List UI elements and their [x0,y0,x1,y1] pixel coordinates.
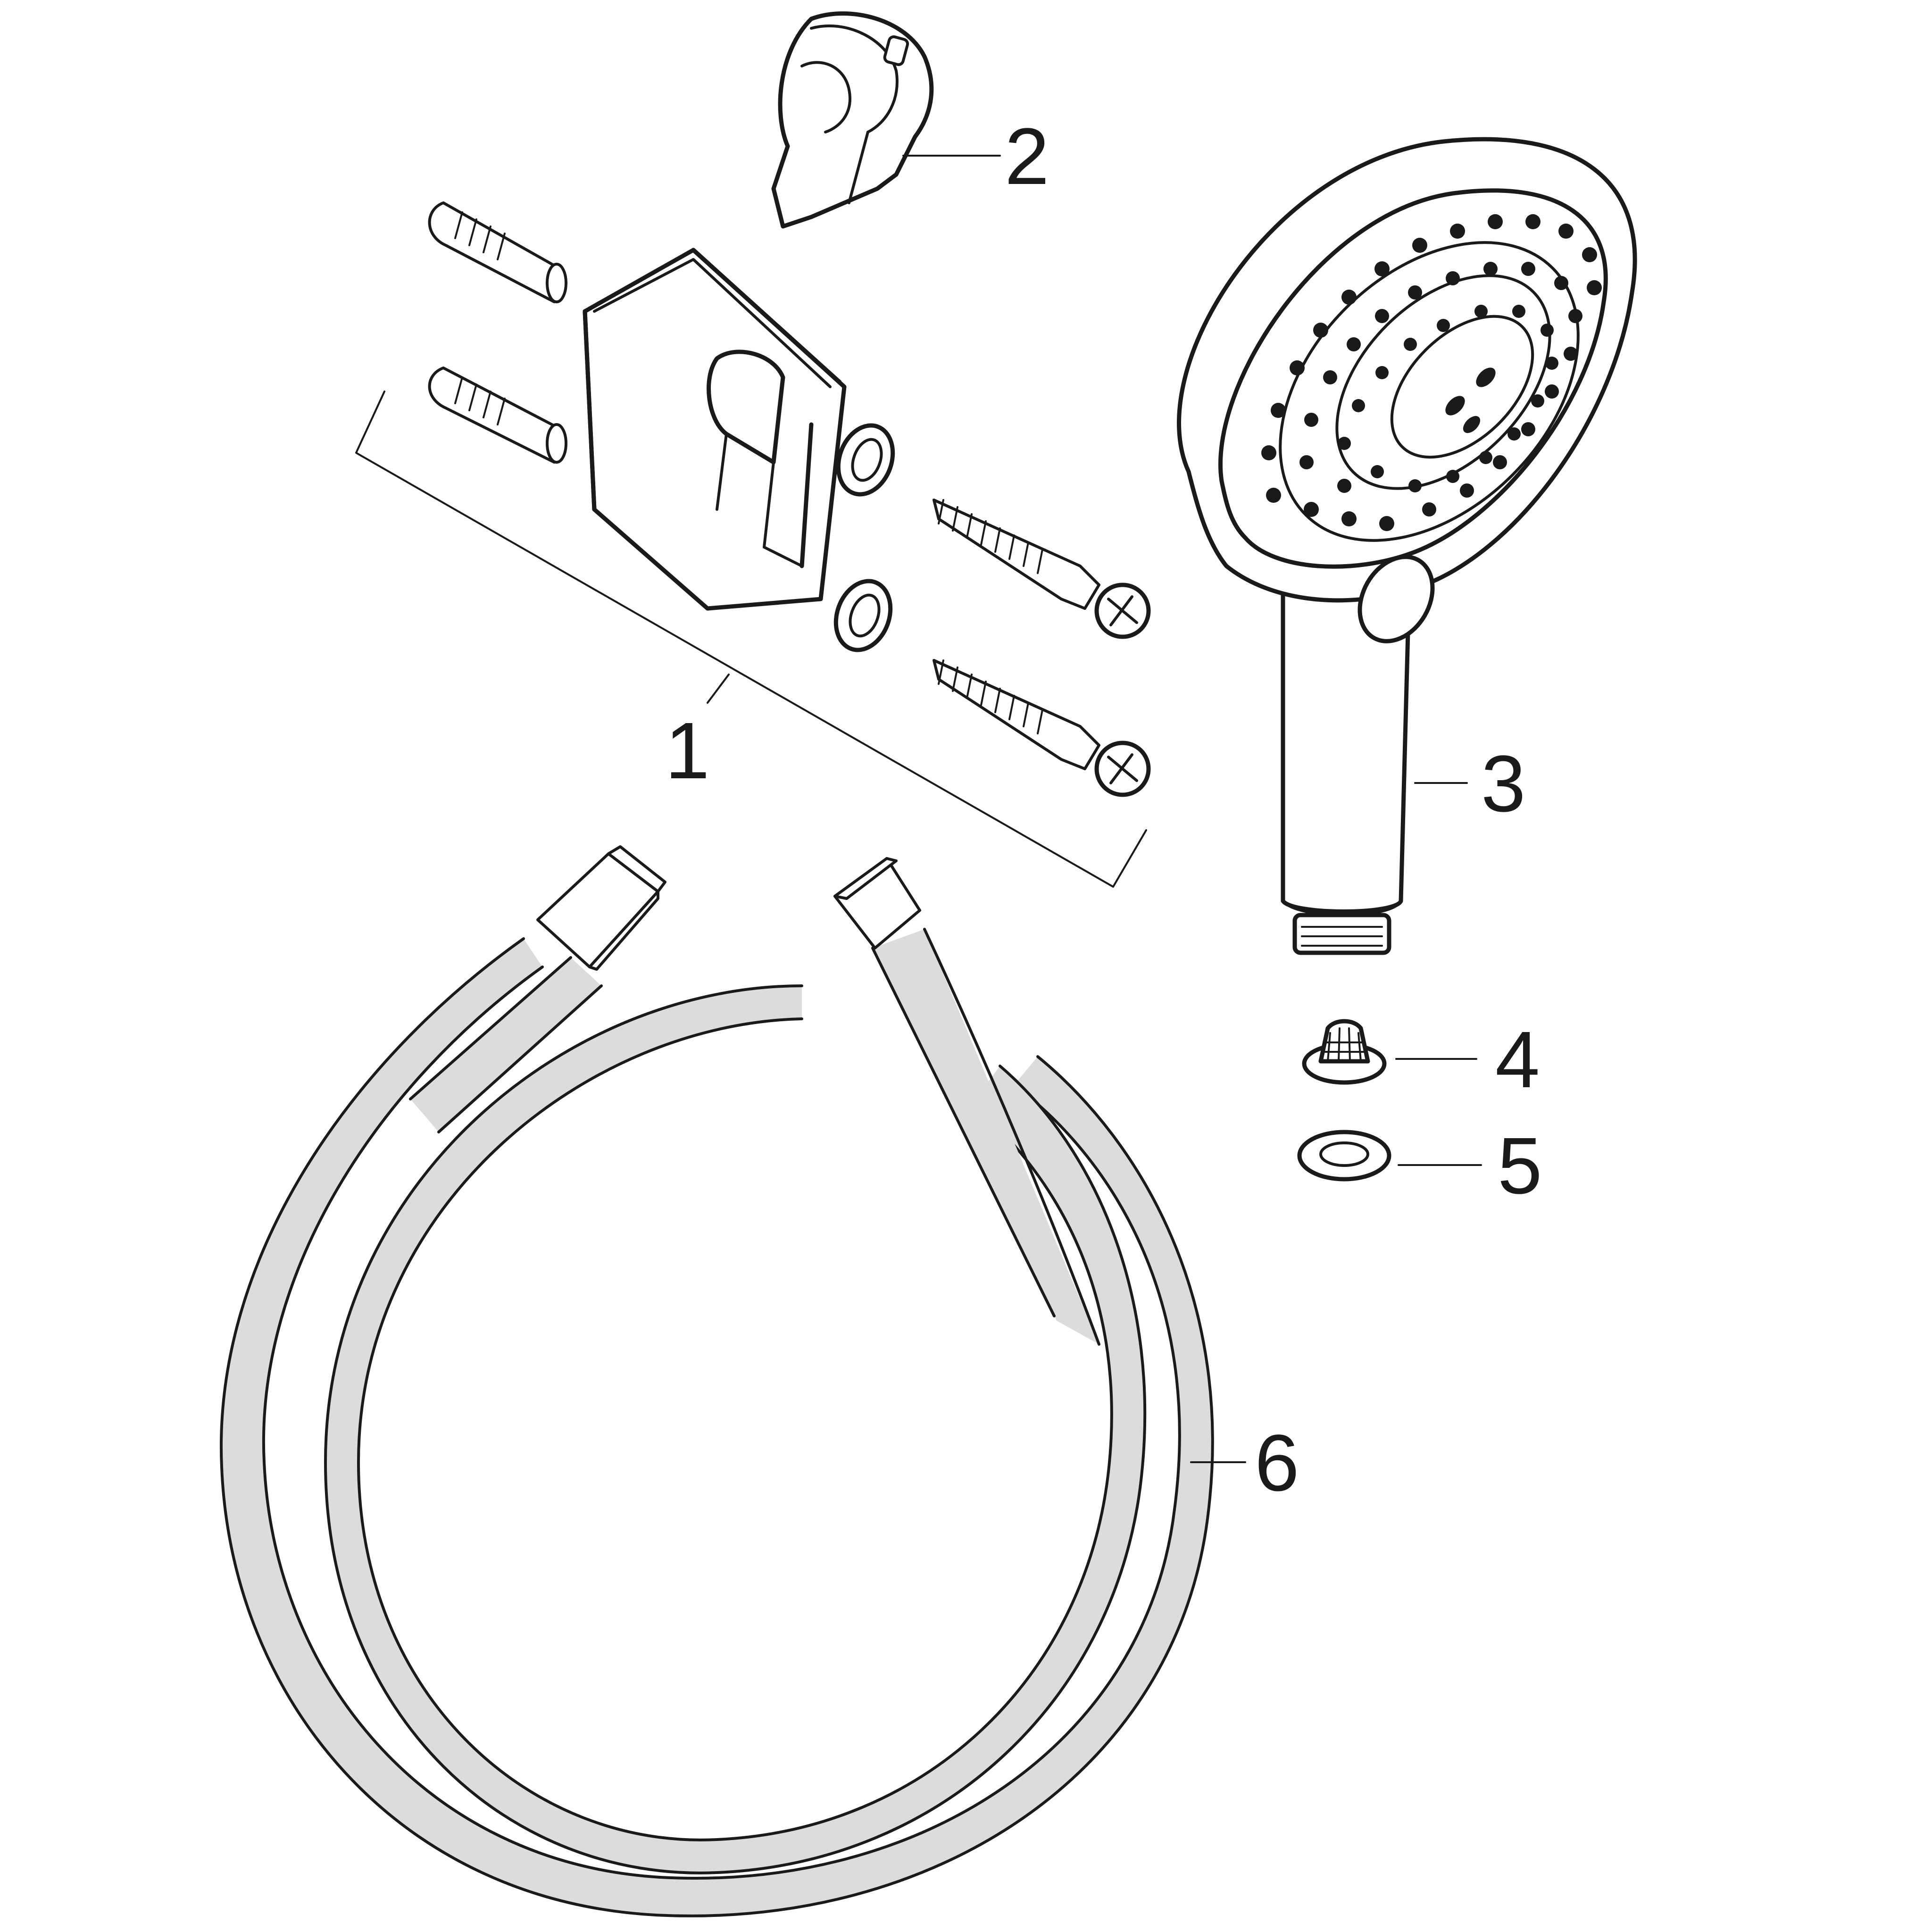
callout-4: 4 [1495,1015,1540,1105]
wall-holder-icon [583,248,847,611]
wall-plug-icon [428,201,567,303]
holder-insert-icon [771,11,934,229]
wall-plug-icon [428,366,567,464]
small-washer-icon [836,423,895,497]
callout-labels: 1 2 3 4 5 6 [665,112,1542,1508]
shower-hose-icon [220,845,1214,1917]
callout-5: 5 [1498,1121,1542,1211]
hand-shower-icon [1177,137,1637,955]
leader-lines [902,155,1482,1463]
callout-3: 3 [1481,739,1526,829]
small-washer-icon [833,579,893,652]
callout-1: 1 [665,706,710,796]
callout-2: 2 [1005,112,1049,201]
wood-screw-icon [933,659,1151,797]
sealing-washer-icon [1297,1130,1391,1182]
wall-bracket-set-icon [355,201,1151,888]
callout-6: 6 [1255,1418,1299,1508]
strainer-filter-icon [1302,1019,1387,1085]
wood-screw-icon [933,499,1151,639]
